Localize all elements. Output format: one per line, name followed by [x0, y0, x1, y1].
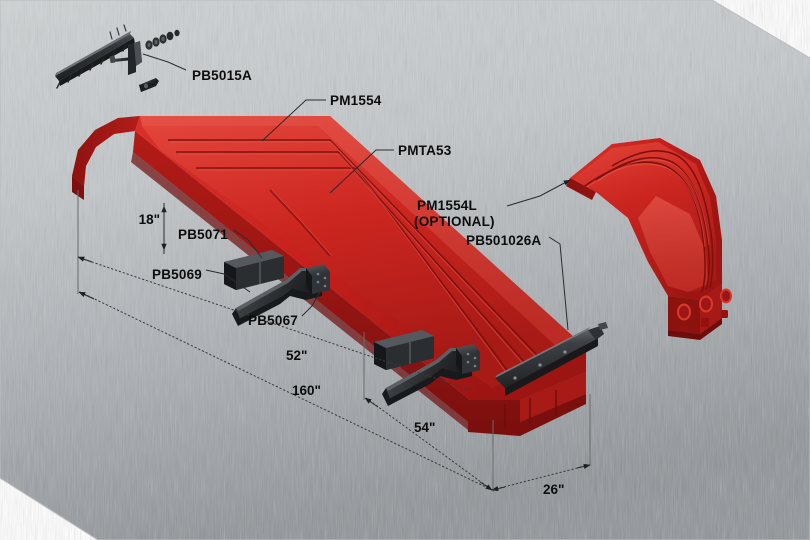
optional-fender-pm1554l: [566, 138, 732, 340]
leader-pb5071: [233, 229, 263, 259]
label-pmta53: PMTA53: [398, 143, 452, 158]
label-pb5067: PB5067: [248, 313, 298, 328]
leader-pb5015a: [142, 53, 187, 71]
bracket-pb5071-2: [374, 330, 434, 370]
dimension-lines: [77, 190, 591, 492]
dim-26-line: [491, 464, 590, 491]
bracket-group-upper: [224, 250, 330, 326]
label-pm1554: PM1554: [330, 93, 382, 108]
dimension-label-layer: 18" 52" 160" 54" 26": [139, 212, 565, 497]
studded-rail-part: [55, 24, 135, 89]
washer-set-part: [145, 29, 180, 50]
label-pb501026a: PB501026A: [466, 233, 541, 248]
clamp-part: [139, 78, 159, 92]
fender-end-cap: [468, 372, 586, 436]
leader-pm1554: [261, 99, 326, 142]
label-dim-160: 160": [292, 383, 321, 398]
leader-pb501026a: [548, 236, 569, 331]
part-label-layer: PB5015A PM1554 PMTA53 PM1554L (OPTIONAL)…: [152, 68, 541, 328]
bracket-pb5067: [306, 264, 330, 294]
leader-pb5067: [301, 291, 321, 317]
dim-52-line: [79, 257, 471, 391]
bracket-pb5067-2: [456, 344, 480, 374]
dim-54-line: [365, 397, 493, 491]
leader-lines: [142, 53, 571, 331]
optional-fender-leg: [668, 284, 732, 335]
l-bracket-part: [128, 41, 142, 75]
label-dim-18: 18": [139, 212, 160, 227]
label-pb5069: PB5069: [152, 267, 202, 282]
label-pb5015a: PB5015A: [192, 68, 252, 83]
bracket-pb5069-2: [382, 348, 472, 406]
mounting-rail-pb501026a: [495, 322, 608, 396]
leader-pb5069: [205, 269, 251, 293]
label-pm1554l-optional: (OPTIONAL): [414, 214, 495, 229]
bracket-group-lower: [374, 330, 480, 406]
label-pm1554l: PM1554L: [417, 198, 477, 213]
label-dim-26: 26": [543, 482, 564, 497]
bracket-pb5071: [224, 250, 284, 290]
leader-pmta53: [329, 149, 394, 194]
label-pb5071: PB5071: [178, 227, 228, 242]
label-dim-52: 52": [286, 348, 307, 363]
hardware-kit-pb5015a: [55, 24, 180, 92]
bracket-pb5069: [232, 268, 322, 326]
label-dim-54: 54": [414, 420, 435, 435]
leader-pm1554l: [506, 179, 571, 207]
